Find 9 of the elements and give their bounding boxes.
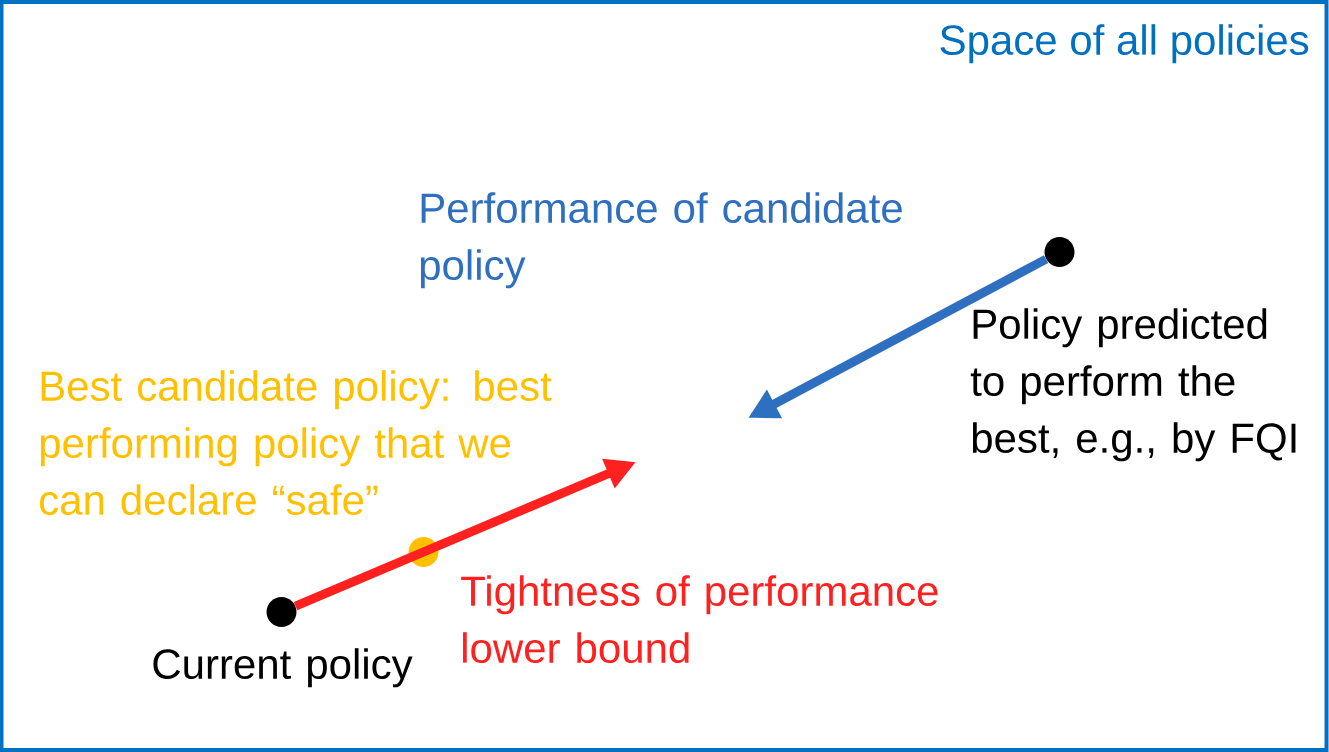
dot [1044,237,1075,267]
heading: Space of all policies [940,24,1309,64]
dot [266,597,297,627]
edge-label: Tightness of performance lower bound [461,575,938,664]
dot-label: Best candidate policy: best performing policy that we can declare “safe” [40,370,552,516]
dot [408,537,439,567]
edge-label: Performance of candidate policy [420,192,902,289]
dot-label: Policy predicted to perform the best, e.g., by FQI [970,308,1296,462]
dot-label: Current policy [153,648,413,688]
